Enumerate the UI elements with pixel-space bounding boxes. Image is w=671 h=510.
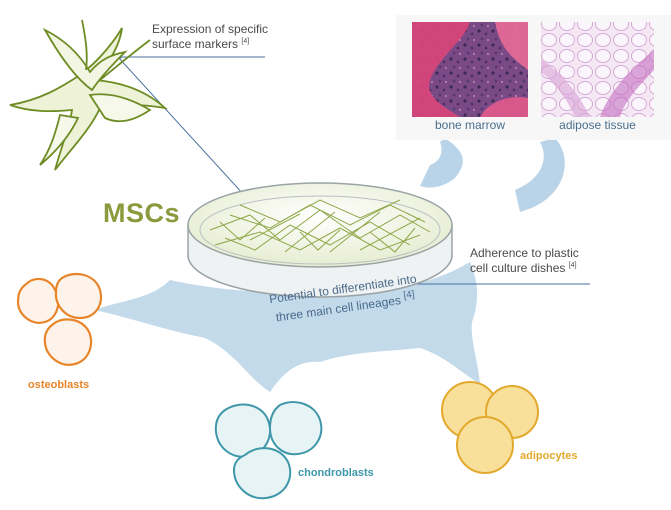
adipocyte-cells <box>441 381 539 474</box>
surface-markers-line2: surface markers <box>152 37 239 51</box>
surface-markers-line1: Expression of specific <box>152 22 269 36</box>
adipose-image <box>541 22 654 117</box>
surface-markers-ref: [4] <box>241 38 250 45</box>
differentiate-ref: [4] <box>402 289 416 302</box>
msc-cell-cluster <box>9 19 168 171</box>
differentiation-splash <box>95 262 480 392</box>
surface-markers-label: Expression of specific surface markers [… <box>152 22 268 52</box>
bone-marrow-image <box>412 22 528 117</box>
chondroblast-cells <box>214 401 323 500</box>
adipose-arrow <box>515 138 565 212</box>
osteoblast-cells <box>16 272 103 366</box>
petri-dish <box>187 182 453 298</box>
osteoblasts-label: osteoblasts <box>28 379 90 391</box>
adipocytes-label: adipocytes <box>520 450 578 462</box>
chondroblasts-label: chondroblasts <box>298 467 374 479</box>
bone-marrow-caption: bone marrow <box>434 118 506 132</box>
bone-marrow-arrow <box>420 138 463 188</box>
msc-title: MSCs <box>103 198 181 228</box>
adherence-ref: [4] <box>568 262 577 269</box>
adherence-label: Adherence to plastic cell culture dishes… <box>470 246 579 276</box>
adherence-line1: Adherence to plastic <box>470 246 579 260</box>
adherence-line2: cell culture dishes <box>470 261 566 275</box>
adipose-caption: adipose tissue <box>559 118 636 132</box>
